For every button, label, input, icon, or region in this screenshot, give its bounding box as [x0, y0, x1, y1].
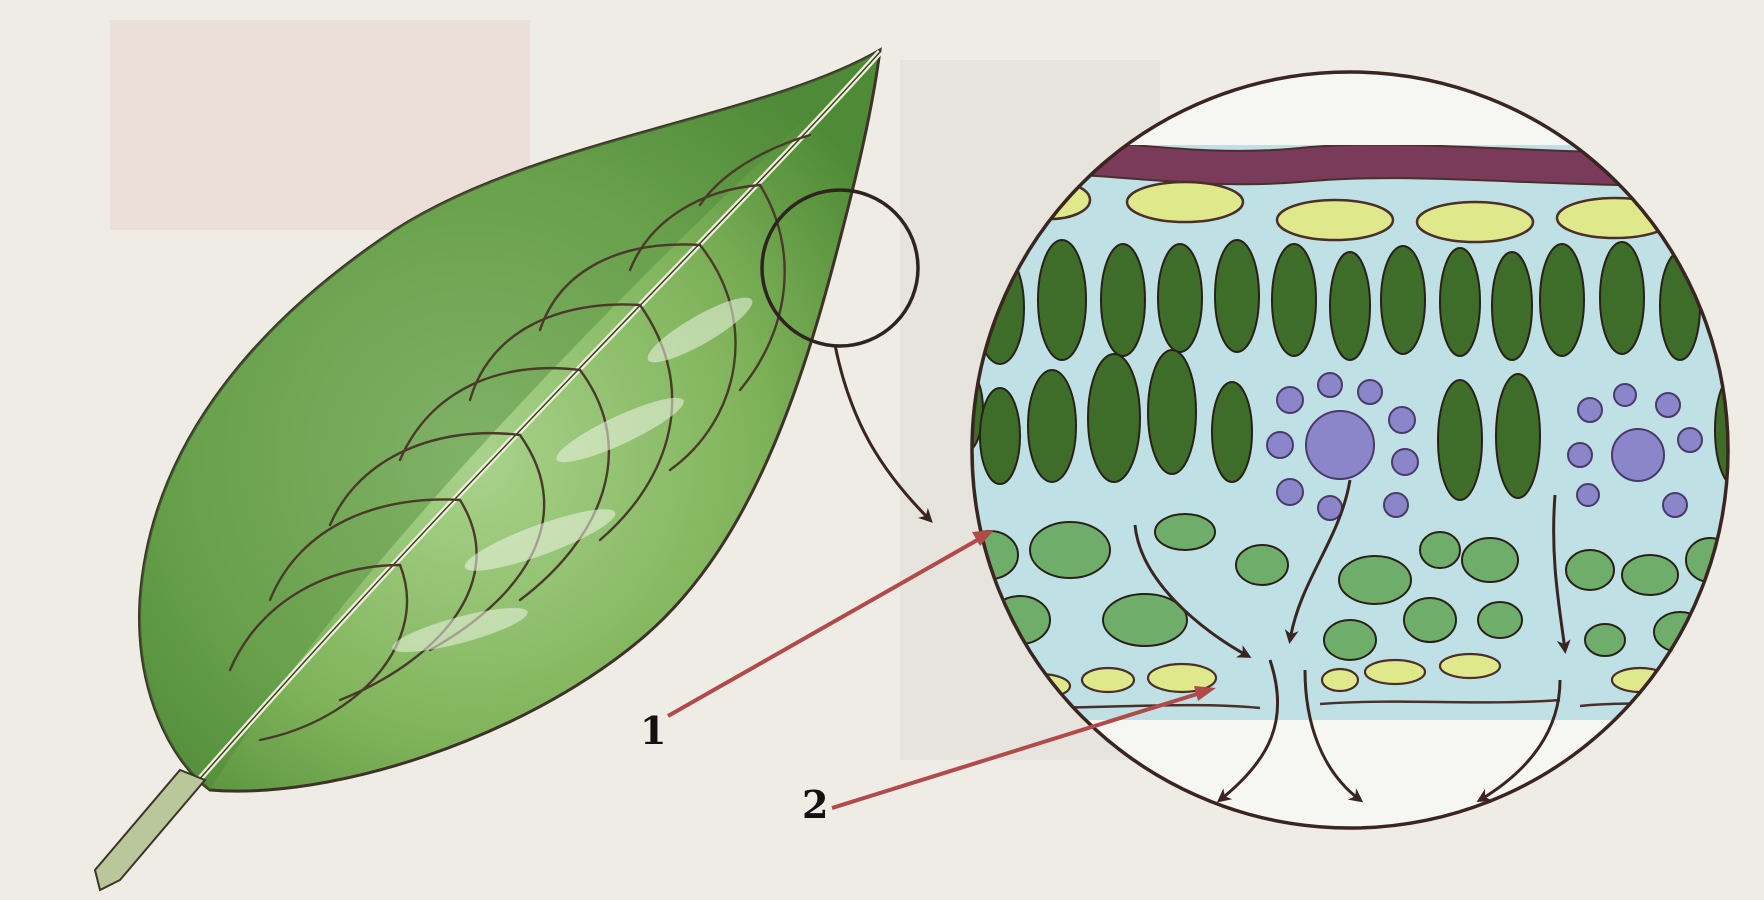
label-2: 2: [802, 786, 828, 824]
label-1: 1: [640, 712, 666, 750]
leaf-petiole: [95, 770, 205, 890]
